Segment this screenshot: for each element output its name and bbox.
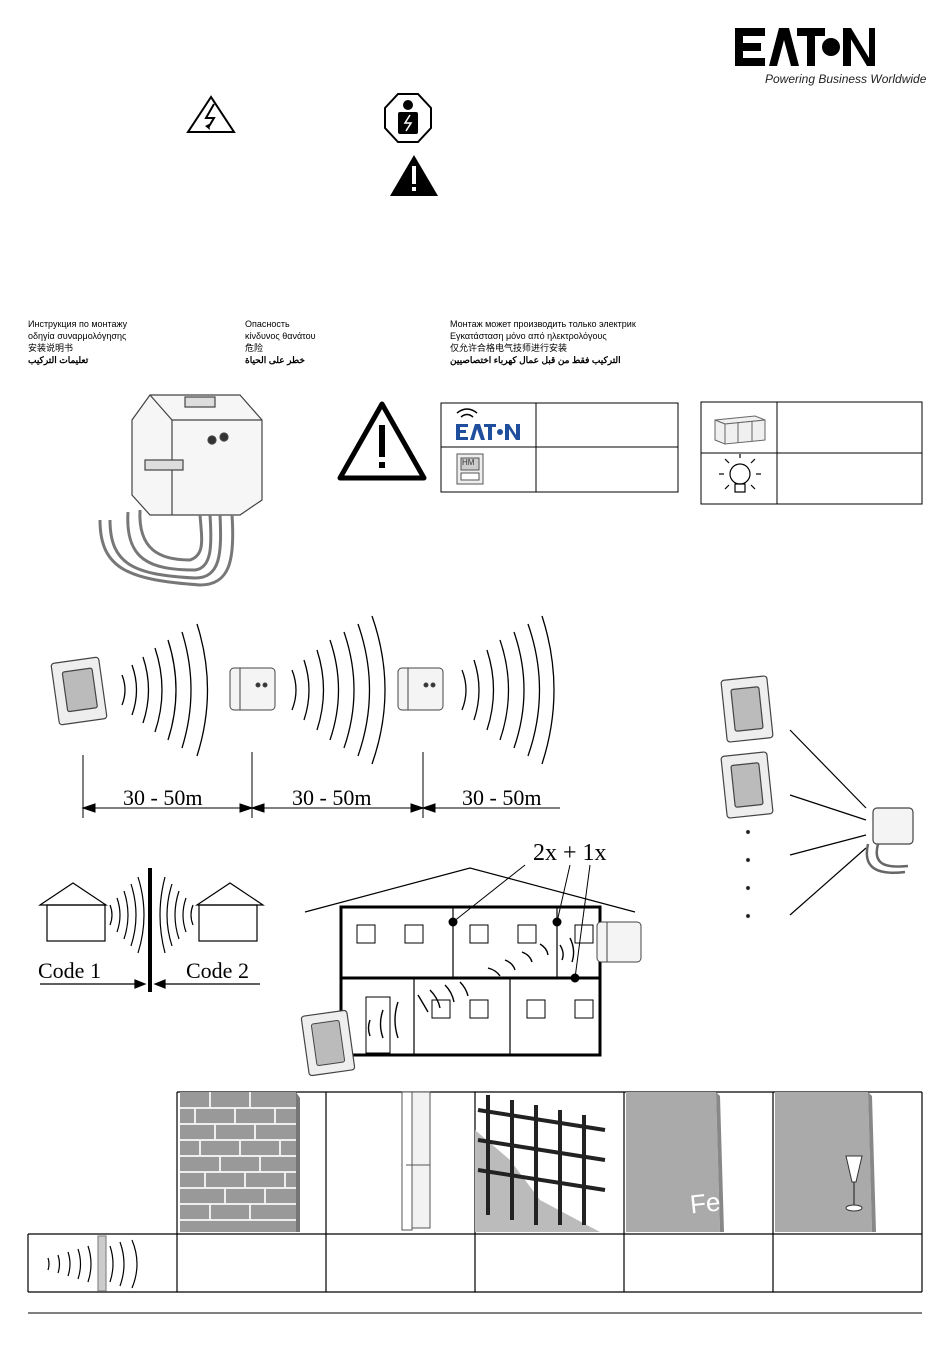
module-icon-1 <box>229 667 276 711</box>
instruction-line: 危险 <box>245 343 264 353</box>
instruction-line: Εγκατάσταση μόνο από ηλεκτρολόγους <box>450 331 607 341</box>
radio-waves-3 <box>461 615 555 765</box>
instruction-line: 仅允许合格电气技师进行安装 <box>450 343 568 353</box>
product-table <box>440 402 679 493</box>
instruction-line: خطر على الحياة <box>245 355 305 365</box>
brick-wall-icon <box>180 1092 300 1232</box>
fe-label: Fe <box>688 1186 722 1220</box>
instruction-line: Инструкция по монтажу <box>28 319 128 329</box>
code-2-label: Code 2 <box>186 958 249 983</box>
materials-table <box>27 1091 923 1293</box>
reinforced-concrete-icon <box>475 1095 606 1232</box>
caution-icon <box>390 155 438 196</box>
high-voltage-warning-icon <box>186 95 236 133</box>
wood-panel-icon <box>401 1091 431 1231</box>
side-table <box>700 401 923 505</box>
house-diagram <box>300 864 642 1077</box>
glass-panel-icon <box>775 1092 876 1232</box>
distance-label-3: 30 - 50m <box>462 785 542 810</box>
instructions-col-1: Инструкция по монтажу οδηγία συναρμολόγη… <box>28 318 127 366</box>
metal-plate-icon <box>626 1092 724 1232</box>
hm-label: HM <box>462 458 475 467</box>
module-icon-2 <box>397 667 444 711</box>
big-caution-icon <box>337 401 427 481</box>
instruction-line: 安装说明书 <box>28 343 74 353</box>
actuator-device-illustration <box>98 394 263 587</box>
instruction-line: Монтаж может производить только электрик <box>450 319 636 329</box>
distance-label-2: 30 - 50m <box>292 785 372 810</box>
instruction-line: οδηγία συναρμολόγησης <box>28 331 127 341</box>
electrician-icon <box>384 93 432 143</box>
tagline: Powering Business Worldwide <box>765 72 927 86</box>
instruction-line: تعليمات التركيب <box>28 355 89 365</box>
multi-switch-diagram <box>720 675 914 919</box>
code-1-label: Code 1 <box>38 958 101 983</box>
instruction-line: Опасность <box>245 319 290 329</box>
instructions-col-3: Монтаж может производить только электрик… <box>450 318 636 366</box>
distance-label-1: 30 - 50m <box>123 785 203 810</box>
radio-waves-2 <box>291 615 386 765</box>
signal-through-wall-icon <box>47 1235 138 1292</box>
instructions-col-2: Опасность κίνδυνος θανάτου 危险 خطر على ال… <box>245 318 316 366</box>
eaton-brand-mark <box>456 424 520 440</box>
wall-switch-icon <box>50 656 108 726</box>
code-diagram <box>38 868 265 992</box>
eaton-logo <box>735 28 875 79</box>
lightbulb-icon <box>719 454 761 493</box>
multiplier-label: 2x + 1x <box>533 840 607 866</box>
radio-waves-1 <box>121 623 209 757</box>
radio-wave-icon <box>456 408 478 418</box>
instruction-line: κίνδυνος θανάτου <box>245 331 316 341</box>
hm-device-icon <box>456 453 484 485</box>
instruction-line: التركيب فقط من قبل عمال كهرباء اختصاصيين <box>450 355 621 365</box>
package-icon <box>714 415 766 445</box>
distance-markers <box>81 752 560 818</box>
